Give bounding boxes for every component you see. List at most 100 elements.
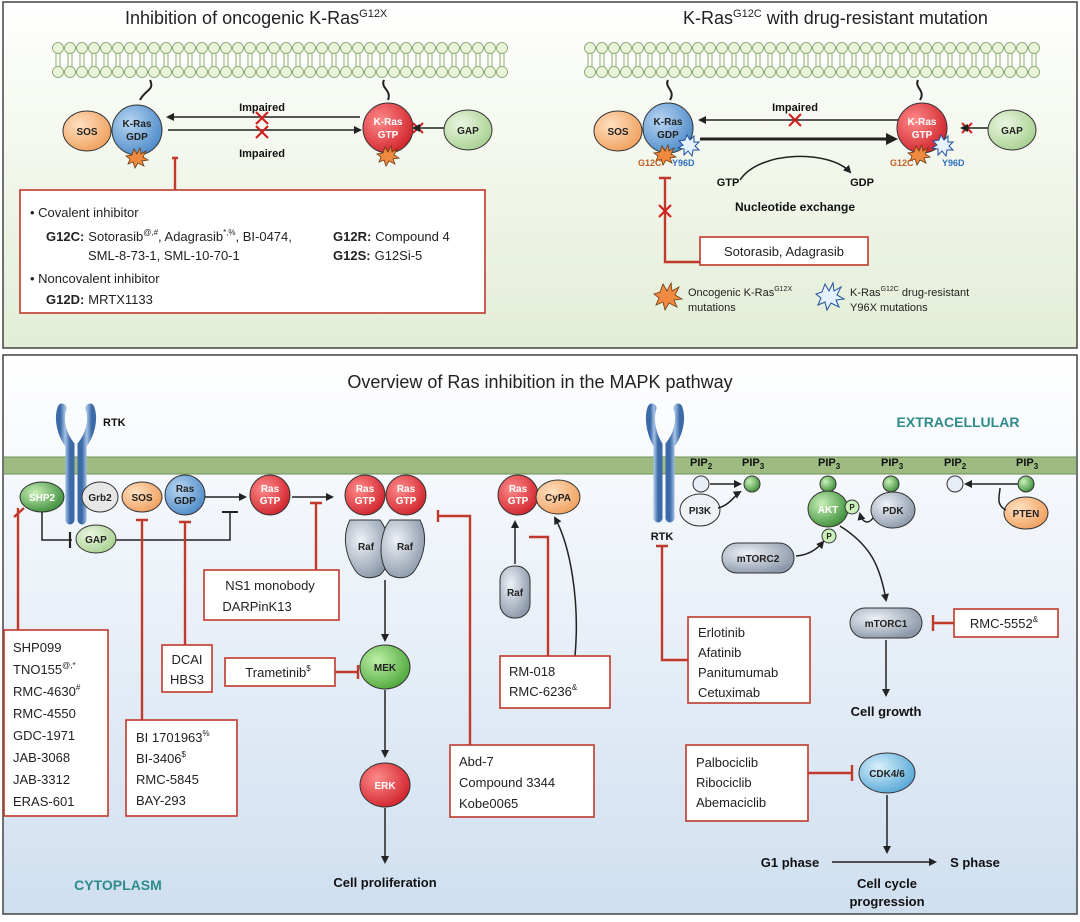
lipid-tail (887, 53, 893, 60)
lipid-tail (695, 53, 701, 60)
lipid-tail (623, 53, 629, 60)
lipid-tail (959, 60, 965, 67)
lipid-tail (647, 53, 653, 60)
lipid-tail (887, 60, 893, 67)
svg-text:PIP3: PIP3 (1016, 457, 1039, 471)
lipid-head (160, 66, 172, 78)
lipid-tail (599, 53, 605, 60)
lipid-head (388, 66, 400, 78)
cypa-node: CyPA (535, 479, 581, 515)
legend-resistant-text-2: Y96X mutations (850, 302, 928, 314)
svg-text:GDP: GDP (174, 496, 196, 507)
lipid-head (268, 66, 280, 78)
raf-node-cypa: Raf (499, 565, 531, 619)
lipid-tail (415, 53, 421, 60)
lipid-tail (743, 53, 749, 60)
lipid-tail (827, 60, 833, 67)
abd-drug-item: Abd-7 (459, 754, 494, 769)
lipid-head (896, 66, 908, 78)
lipid-head (644, 42, 656, 54)
lipid-head (668, 42, 680, 54)
lipid-tail (355, 60, 361, 67)
rmc5552-text: RMC-5552& (970, 615, 1039, 631)
lipid-head (872, 66, 884, 78)
egfr-drug-item: Afatinib (698, 645, 741, 660)
lipid-tail (247, 60, 253, 67)
pip3-ball-4 (1017, 475, 1035, 493)
svg-text:GAP: GAP (457, 126, 479, 137)
lipid-head (608, 42, 620, 54)
lipid-tail (175, 60, 181, 67)
lipid-tail (623, 60, 629, 67)
svg-text:PTEN: PTEN (1013, 509, 1040, 520)
lipid-head (668, 66, 680, 78)
svg-text:SHP2: SHP2 (29, 493, 56, 504)
nucleotide-exchange-label: Nucleotide exchange (735, 200, 855, 214)
lipid-tail (247, 53, 253, 60)
lipid-head (460, 66, 472, 78)
lipid-tail (499, 53, 505, 60)
y96d-label-left: Y96D (672, 158, 695, 168)
lipid-tail (683, 60, 689, 67)
lipid-head (596, 42, 608, 54)
lipid-tail (791, 53, 797, 60)
svg-text:PIP2: PIP2 (690, 457, 713, 471)
noncovalent-header: • Noncovalent inhibitor (30, 271, 160, 286)
pip-labels: PIP2 PIP3 PIP3 PIP3 PIP2 PIP3 (690, 457, 1039, 471)
lipid-head (728, 42, 740, 54)
lipid-tail (67, 53, 73, 60)
g12c-label-right: G12C (890, 158, 914, 168)
cell-cycle-label: Cell cycle (857, 876, 917, 891)
lipid-head (656, 42, 668, 54)
lipid-tail (199, 53, 205, 60)
svg-text:mTORC2: mTORC2 (737, 554, 780, 565)
s-phase-label: S phase (950, 855, 1000, 870)
svg-text:GDP: GDP (657, 130, 679, 141)
gap-node-tr: GAP (987, 109, 1037, 151)
lipid-tail (139, 60, 145, 67)
lipid-tail (355, 53, 361, 60)
lipid-tail (1019, 60, 1025, 67)
gdp-label: GDP (850, 177, 874, 189)
lipid-tail (959, 53, 965, 60)
lipid-head (920, 42, 932, 54)
lipid-tail (935, 60, 941, 67)
lipid-head (352, 42, 364, 54)
lipid-tail (815, 60, 821, 67)
svg-text:MEK: MEK (374, 663, 397, 674)
lipid-head (608, 66, 620, 78)
lipid-head (632, 42, 644, 54)
lipid-head (184, 66, 196, 78)
lipid-tail (899, 60, 905, 67)
lipid-head (232, 66, 244, 78)
lipid-head (956, 42, 968, 54)
svg-text:K-Ras: K-Ras (123, 119, 152, 130)
lipid-head (680, 66, 692, 78)
lipid-tail (995, 53, 1001, 60)
lipid-tail (187, 60, 193, 67)
svg-text:GTP: GTP (396, 496, 417, 507)
red-x-icon-tr (788, 113, 802, 127)
lipid-head (424, 66, 436, 78)
svg-text:PIP3: PIP3 (818, 457, 841, 471)
legend-oncogenic-text-2: mutations (688, 302, 736, 314)
lipid-head (160, 42, 172, 54)
lipid-head (424, 42, 436, 54)
lipid-head (196, 66, 208, 78)
inhibitor-line-tr (659, 176, 700, 264)
lipid-tail (731, 60, 737, 67)
lipid-tail (815, 53, 821, 60)
lipid-tail (767, 60, 773, 67)
sos-drug-item: BAY-293 (136, 793, 186, 808)
lipid-tail (611, 53, 617, 60)
lipid-head (944, 66, 956, 78)
lipid-tail (995, 60, 1001, 67)
lipid-tail (211, 60, 217, 67)
lipid-tail (115, 53, 121, 60)
lipid-tail (851, 53, 857, 60)
pip3-ball-1 (743, 475, 761, 493)
oncogenic-mutation-star-icon-3 (653, 143, 678, 166)
mek-node: MEK (359, 644, 411, 690)
lipid-tail (271, 53, 277, 60)
